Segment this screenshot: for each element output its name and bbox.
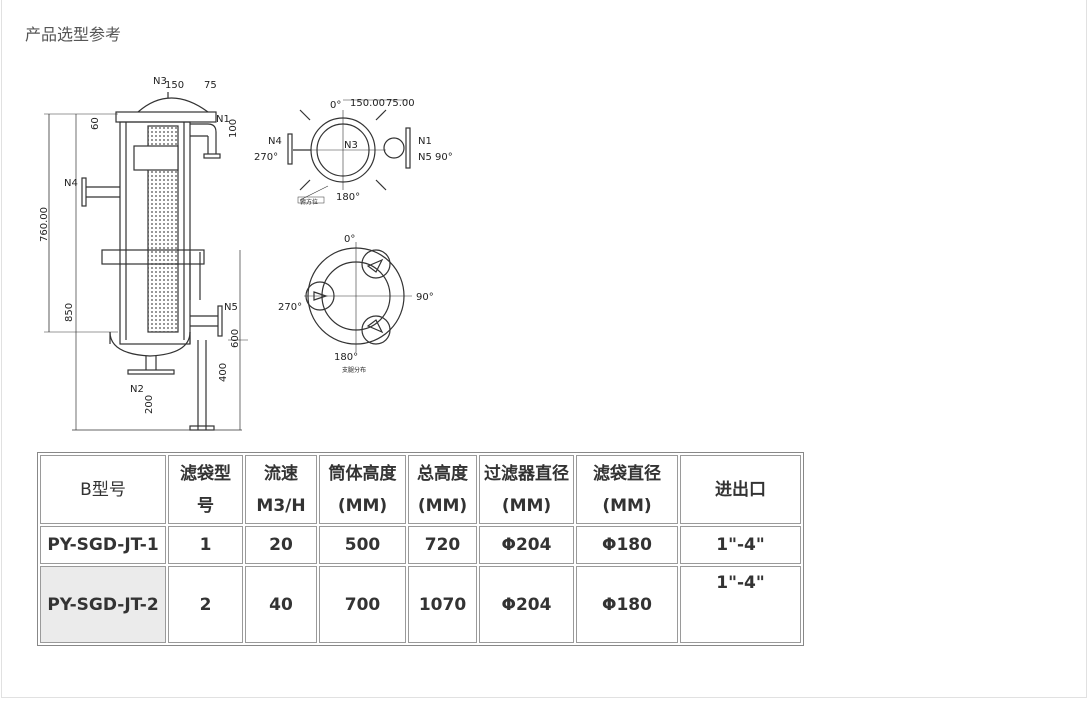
top-dim-75-label: 75.00 (386, 98, 415, 109)
top-n3-label: N3 (344, 140, 358, 151)
support-angle-180-label: 180° (334, 352, 358, 363)
top-n1-label: N1 (418, 136, 432, 147)
cell-body-height: 500 (319, 526, 406, 564)
cell-flow: 20 (245, 526, 317, 564)
cell-body-height: 700 (319, 566, 406, 643)
n2-label: N2 (130, 384, 144, 395)
cell-bag-type: 1 (168, 526, 243, 564)
support-angle-0-label: 0° (344, 234, 355, 245)
table-row: PY-SGD-JT-1 1 20 500 720 Φ204 Φ180 1"-4" (40, 526, 801, 564)
side-view-labels: N3 150 75 N1 60 100 N4 760.00 850 N5 600… (39, 76, 241, 414)
top-view-caption: 俯方位 (300, 198, 318, 206)
cell-bag-diameter: Φ180 (576, 566, 678, 643)
dim-850-label: 850 (64, 303, 75, 322)
cell-model: PY-SGD-JT-1 (40, 526, 166, 564)
top-angle-180-label: 180° (336, 192, 360, 203)
top-angle-90-label: N5 90° (418, 152, 453, 163)
cell-bag-diameter: Φ180 (576, 526, 678, 564)
cell-flow: 40 (245, 566, 317, 643)
cell-total-height: 720 (408, 526, 477, 564)
dim-75-label: 75 (204, 80, 217, 91)
cell-filter-diameter: Φ204 (479, 526, 574, 564)
header-body-height: 筒体高度(MM) (319, 455, 406, 524)
table-row: PY-SGD-JT-2 2 40 700 1070 Φ204 Φ180 1"-4… (40, 566, 801, 643)
dim-100-label: 100 (228, 119, 239, 138)
top-angle-0-label: 0° (330, 100, 341, 111)
top-angle-270-label: 270° (254, 152, 278, 163)
top-view (287, 99, 411, 204)
dim-200-label: 200 (144, 395, 155, 414)
top-dim-150-label: 150.00 (350, 98, 385, 109)
top-n4-label: N4 (268, 136, 282, 147)
header-total-height: 总高度(MM) (408, 455, 477, 524)
section-title: 产品选型参考 (25, 25, 122, 44)
side-view (44, 92, 248, 431)
dim-150-label: 150 (165, 80, 184, 91)
cell-total-height: 1070 (408, 566, 477, 643)
support-view-labels: 0° 90° 270° 180° 支腿分布 (278, 234, 434, 374)
dim-400-label: 400 (218, 363, 229, 382)
support-angle-270-label: 270° (278, 302, 302, 313)
support-angle-90-label: 90° (416, 292, 434, 303)
n4-label: N4 (64, 178, 78, 189)
cell-inlet-outlet: 1"-4" (680, 566, 801, 643)
dim-760-label: 760.00 (39, 207, 50, 242)
n3-label: N3 (153, 76, 167, 87)
cell-bag-type: 2 (168, 566, 243, 643)
technical-drawing: N3 150 75 N1 60 100 N4 760.00 850 N5 600… (39, 76, 453, 431)
dim-600-label: 600 (230, 329, 241, 348)
header-inlet-outlet: 进出口 (680, 455, 801, 524)
dim-60-label: 60 (90, 117, 101, 130)
n5-label: N5 (224, 302, 238, 313)
cell-filter-diameter: Φ204 (479, 566, 574, 643)
top-view-labels: 0° 150.00 75.00 N4 270° N3 N1 N5 90° 180… (254, 98, 453, 206)
cell-inlet-outlet: 1"-4" (680, 526, 801, 564)
support-view (304, 242, 412, 352)
header-model: B型号 (40, 455, 166, 524)
header-bag-type: 滤袋型号 (168, 455, 243, 524)
support-view-caption: 支腿分布 (342, 366, 366, 374)
n1-label: N1 (216, 114, 230, 125)
cell-model: PY-SGD-JT-2 (40, 566, 166, 643)
header-filter-diameter: 过滤器直径(MM) (479, 455, 574, 524)
header-bag-diameter: 滤袋直径(MM) (576, 455, 678, 524)
